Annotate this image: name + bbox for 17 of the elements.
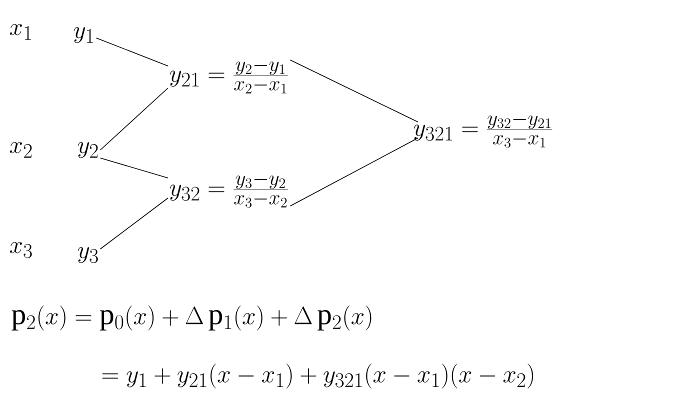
equation: $y_{32} = \frac{y_3 - y_2}{x_3 - x_2}$ bbox=[170, 176, 288, 208]
variable: $x_2$ bbox=[10, 142, 32, 158]
connector-line bbox=[290, 138, 418, 206]
equation: $y_{21} = \frac{y_2 - y_1}{x_2 - x_1}$ bbox=[170, 62, 288, 94]
equation: $\mathrm{p}_2(x) = \mathrm{p}_0(x) + \Delta\,\mathrm{p}_1(x) + \Delta\,\mathrm{p}_2(x)$ bbox=[12, 306, 372, 330]
equation: $y_{321} = \frac{y_{32} - y_{21}}{x_3 - x_1}$ bbox=[414, 116, 552, 148]
variable: $x_1$ bbox=[10, 24, 32, 40]
connector-line bbox=[290, 60, 418, 122]
connector-line bbox=[100, 158, 168, 178]
variable: $y_2$ bbox=[78, 142, 98, 158]
variable: $y_3$ bbox=[78, 246, 98, 264]
connector-line bbox=[100, 198, 168, 250]
variable: $y_1$ bbox=[74, 26, 94, 44]
connector-line bbox=[96, 38, 168, 66]
connector-line bbox=[100, 88, 168, 150]
variable: $x_3$ bbox=[10, 242, 32, 258]
equation: $= y_1 + y_{21}(x - x_1) + y_{321}(x - x_1)(x - x_2)$ bbox=[102, 364, 534, 388]
